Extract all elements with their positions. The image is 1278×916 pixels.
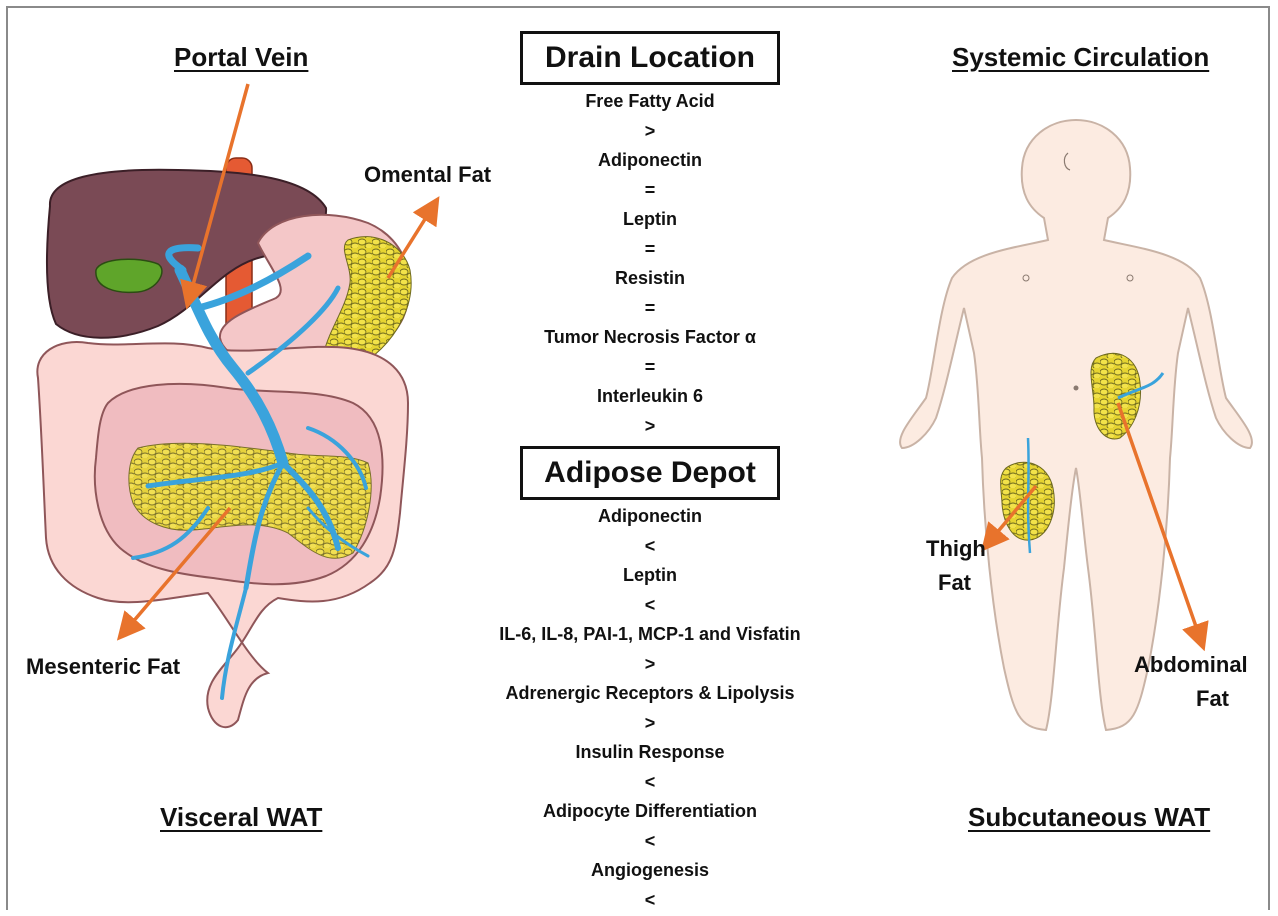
depot-line: Adiponectin [450, 507, 850, 525]
drain-line: Adiponectin [450, 151, 850, 169]
figure-frame: Portal Vein Systemic Circulation Omental… [6, 6, 1270, 910]
human-body-illustration [900, 120, 1252, 730]
depot-line: > [450, 655, 850, 673]
depot-line: IL-6, IL-8, PAI-1, MCP-1 and Visfatin [450, 625, 850, 643]
drain-line: Resistin [450, 269, 850, 287]
gallbladder [96, 259, 162, 292]
abdominal-fat-label-line2: Fat [1196, 686, 1229, 712]
drain-line: = [450, 181, 850, 199]
depot-line: < [450, 596, 850, 614]
drain-line: > [450, 122, 850, 140]
portal-vein-header: Portal Vein [174, 42, 308, 73]
depot-line: > [450, 714, 850, 732]
navel [1074, 386, 1079, 391]
mesenteric-fat-label: Mesenteric Fat [26, 654, 180, 680]
drain-line: = [450, 358, 850, 376]
drain-line: Tumor Necrosis Factor α [450, 328, 850, 346]
depot-line: < [450, 773, 850, 791]
systemic-circulation-header: Systemic Circulation [952, 42, 1209, 73]
abdominal-fat-label-line1: Abdominal [1134, 652, 1248, 678]
depot-line: Adrenergic Receptors & Lipolysis [450, 684, 850, 702]
visceral-wat-footer: Visceral WAT [160, 802, 322, 833]
depot-line: < [450, 891, 850, 909]
depot-line: Leptin [450, 566, 850, 584]
body-silhouette [900, 120, 1252, 730]
drain-line: = [450, 240, 850, 258]
depot-line: < [450, 537, 850, 555]
thigh-fat-label-line1: Thigh [926, 536, 986, 562]
drain-line: = [450, 299, 850, 317]
drain-line: Leptin [450, 210, 850, 228]
drain-line: > [450, 417, 850, 435]
drain-line: Free Fatty Acid [450, 92, 850, 110]
depot-line: Angiogenesis [450, 861, 850, 879]
drain-location-title: Drain Location [520, 31, 780, 85]
thigh-fat-label-line2: Fat [938, 570, 971, 596]
drain-line: Interleukin 6 [450, 387, 850, 405]
depot-line: Insulin Response [450, 743, 850, 761]
depot-line: Adipocyte Differentiation [450, 802, 850, 820]
depot-line: < [450, 832, 850, 850]
adipose-depot-title: Adipose Depot [520, 446, 780, 500]
subcutaneous-wat-footer: Subcutaneous WAT [968, 802, 1210, 833]
